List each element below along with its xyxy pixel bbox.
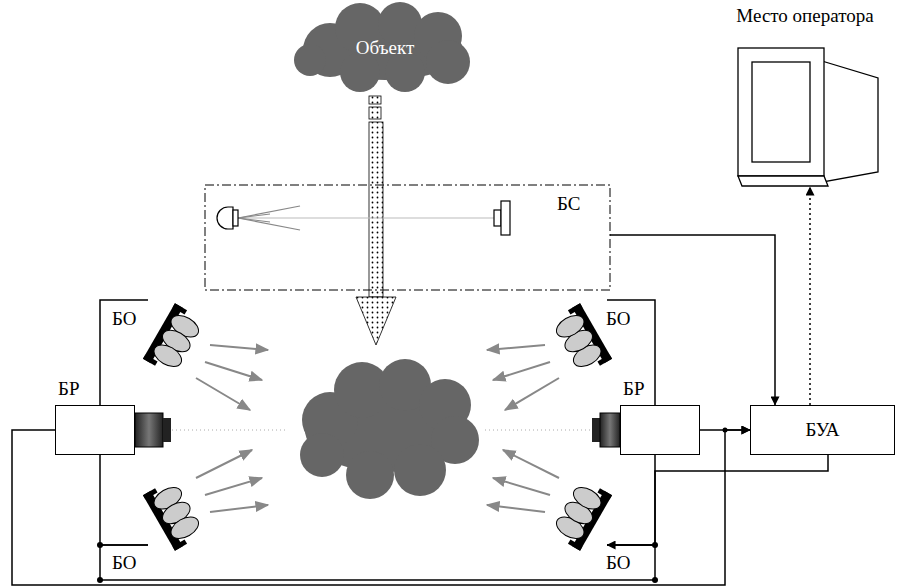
connector <box>100 455 148 545</box>
beam-rays <box>238 206 300 230</box>
node-label: БО <box>112 552 137 574</box>
control-box: БУА <box>750 405 895 455</box>
connector <box>809 187 811 405</box>
sensor-frame <box>205 185 610 290</box>
flow-arrow <box>356 96 396 345</box>
monitor <box>738 48 878 186</box>
receiver <box>494 201 510 235</box>
node-label: БС <box>557 193 580 215</box>
connector <box>610 235 775 405</box>
connector <box>607 455 655 545</box>
node-label: БР <box>58 378 79 400</box>
node-label: БО <box>112 308 137 330</box>
recorder-box: БР <box>55 405 135 455</box>
lamp-unit: БО <box>148 475 210 547</box>
view-line <box>485 430 590 431</box>
lamp-unit: БО <box>148 298 210 380</box>
node-label: Объект <box>356 37 414 59</box>
node-label: Место оператора <box>736 5 873 27</box>
lamp-unit: БО <box>545 475 607 547</box>
node-label: БО <box>606 552 631 574</box>
connector <box>607 455 828 545</box>
object-cloud <box>294 2 470 92</box>
connector <box>100 545 655 580</box>
lamp <box>550 303 612 376</box>
node-label: БР <box>623 378 644 400</box>
view-line <box>172 430 285 431</box>
node-label: БО <box>606 308 631 330</box>
object-cloud: Объект <box>290 5 480 91</box>
lamp-unit: БО <box>545 298 607 380</box>
camera <box>135 413 620 447</box>
node-label: БУА <box>806 419 840 441</box>
sensor-block: БС <box>205 185 610 290</box>
lamp <box>143 303 205 376</box>
connector <box>607 300 655 405</box>
monitored-cloud <box>300 359 479 499</box>
emitter <box>217 207 238 229</box>
lamp <box>143 478 205 551</box>
connector <box>100 300 148 405</box>
operator-monitor: Место оператора <box>730 45 880 187</box>
recorder-box: БР <box>620 405 700 455</box>
light-beam <box>236 217 494 218</box>
lamp <box>550 478 612 551</box>
light-rays <box>196 345 559 512</box>
